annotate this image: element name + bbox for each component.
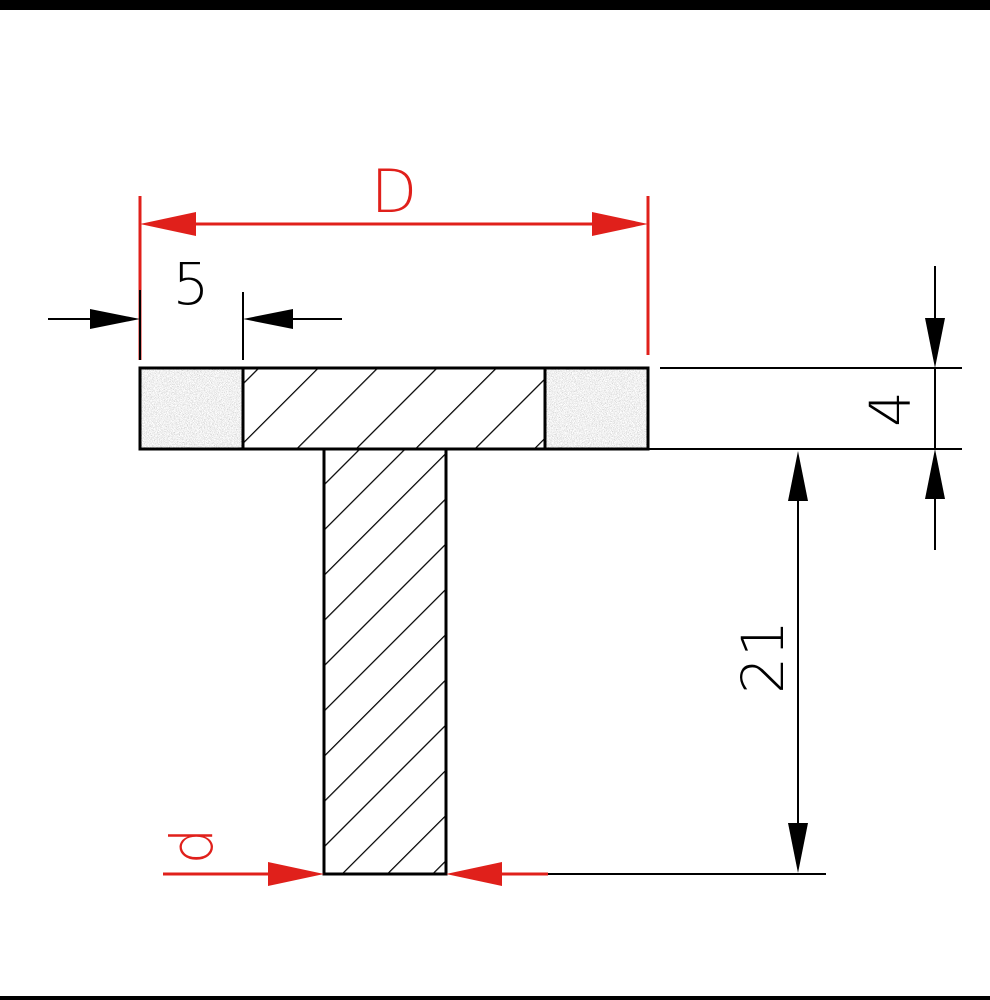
dimension-stem-height [548,451,826,875]
flange-hub-hatched [243,368,545,449]
abrasive-segment-right [543,366,650,451]
dimension-stem-diameter [163,862,548,886]
label-d-outer: D [371,157,417,227]
stem-outline [322,447,448,876]
dimension-d-outer [138,196,650,360]
label-stem-diameter: d [158,828,226,865]
paper [0,10,990,996]
label-stem-height: 21 [729,620,797,694]
dimension-flange-thickness [648,266,962,550]
label-flange-offset: 5 [173,250,210,318]
dimension-flange-offset [48,290,342,360]
abrasive-segment-left [138,366,245,451]
stem-hatched [324,449,446,874]
label-flange-thickness: 4 [859,391,924,427]
